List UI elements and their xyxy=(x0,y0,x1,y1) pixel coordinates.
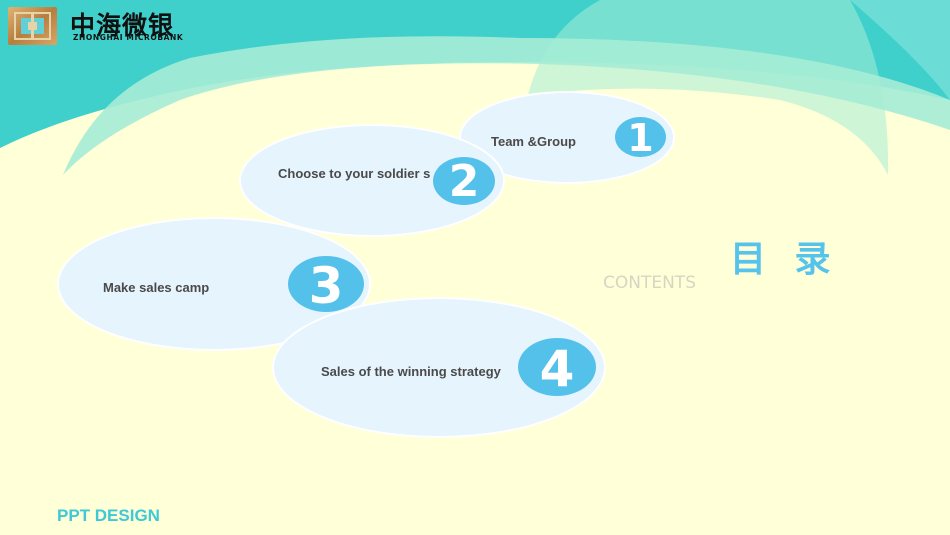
footer-ppt-design: PPT DESIGN xyxy=(57,506,160,525)
menu-title-cn: 目 录 xyxy=(730,239,839,280)
menu-item-3-label: Make sales camp xyxy=(103,280,210,295)
brand-name-cn: 中海微银 xyxy=(70,11,175,40)
menu-item-2-label: Choose to your soldier s xyxy=(278,166,431,181)
menu-item-2-number: 2 xyxy=(433,157,495,207)
menu-item-4-label: Sales of the winning strategy xyxy=(321,364,501,379)
brand-name-en: ZHONGHAI MICROBANK xyxy=(73,33,184,42)
menu-item-4-number: 4 xyxy=(518,338,596,398)
zhonghai-logo-icon xyxy=(8,7,57,45)
menu-item-1-number: 1 xyxy=(615,117,666,159)
menu-item-1-label: Team &Group xyxy=(491,134,576,149)
menu-item-3-number: 3 xyxy=(288,256,364,315)
contents-label: CONTENTS xyxy=(603,273,696,293)
